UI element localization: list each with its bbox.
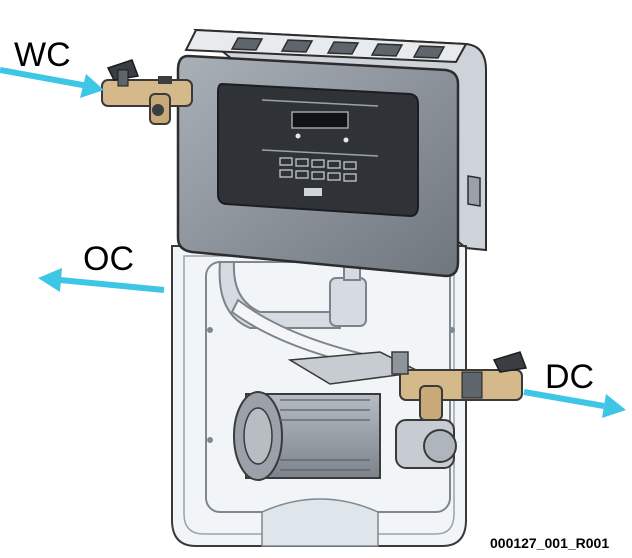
top-vents [230, 37, 446, 59]
figure-reference: 000127_001_R001 [490, 535, 610, 551]
label-oc: OC [83, 240, 134, 278]
flow-arrow-dc [523, 389, 626, 418]
label-wc: WC [14, 36, 71, 74]
keypad [279, 157, 357, 182]
controller-cover [176, 54, 460, 278]
pump-motor [233, 351, 457, 481]
inlet-valve [101, 59, 193, 125]
flow-arrow-wc [0, 67, 104, 98]
outlet-valve [391, 351, 528, 421]
flow-arrow-oc [38, 268, 165, 293]
label-dc: DC [545, 358, 595, 396]
